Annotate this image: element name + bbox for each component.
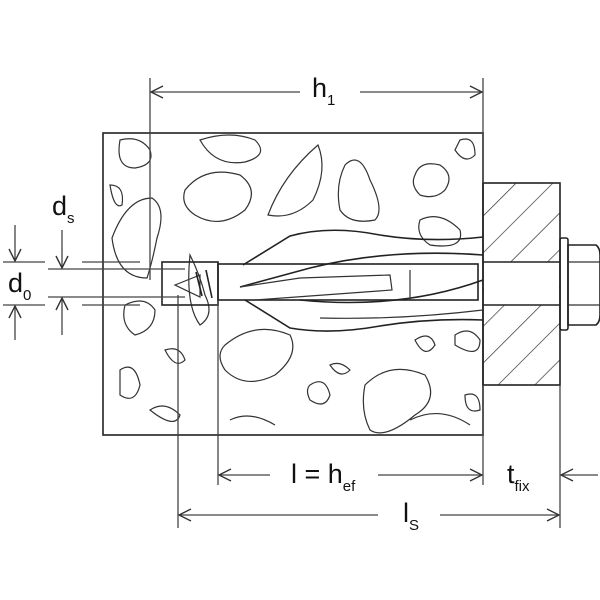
label-ls: lS bbox=[403, 498, 419, 534]
screw-tip bbox=[173, 274, 201, 298]
label-ds: ds bbox=[52, 191, 75, 227]
bolt-head bbox=[559, 237, 600, 331]
anchor-and-hole bbox=[161, 229, 484, 332]
aggregate-stones bbox=[109, 134, 481, 434]
dimension-arrows bbox=[15, 92, 598, 515]
label-tfix: tfix bbox=[507, 459, 530, 495]
extension-lines bbox=[3, 78, 561, 528]
label-h1: h1 bbox=[312, 73, 335, 109]
concrete-base-material bbox=[102, 132, 484, 436]
label-l-hef: l = hef bbox=[291, 459, 356, 495]
fixture-plate bbox=[482, 182, 561, 386]
label-d0: d0 bbox=[8, 268, 31, 304]
